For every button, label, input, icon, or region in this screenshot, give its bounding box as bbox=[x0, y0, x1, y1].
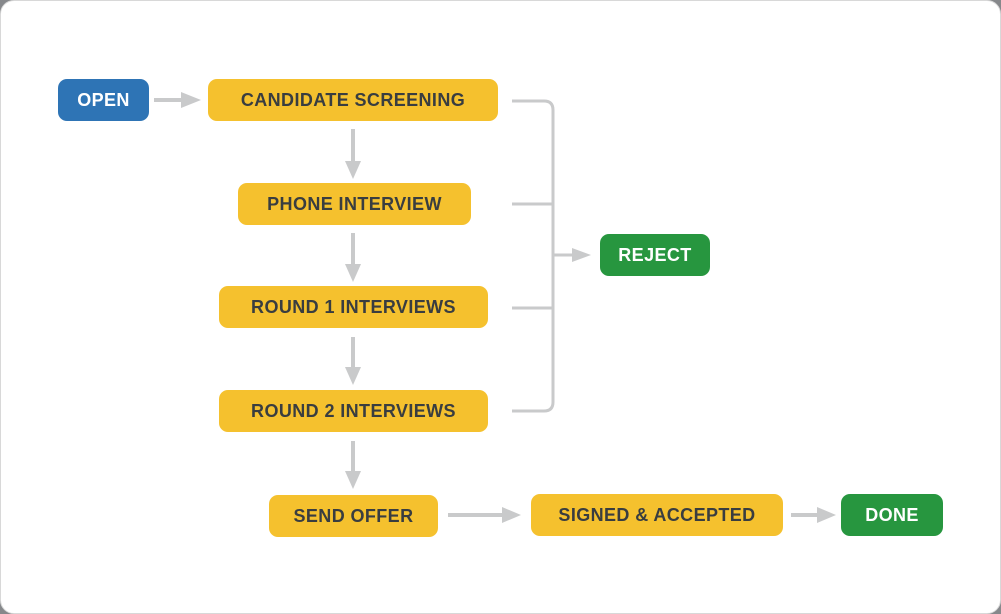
node-round-2-interviews-label: ROUND 2 INTERVIEWS bbox=[251, 400, 456, 421]
node-round-1-interviews[interactable]: ROUND 1 INTERVIEWS bbox=[219, 286, 488, 328]
node-candidate-screening-label: CANDIDATE SCREENING bbox=[240, 89, 466, 110]
edge-round-1-to-round-2 bbox=[345, 337, 361, 385]
node-phone-interview[interactable]: PHONE INTERVIEW bbox=[238, 183, 471, 225]
node-open[interactable]: OPEN bbox=[58, 79, 149, 121]
edge-signed-accepted-to-done bbox=[791, 507, 836, 523]
node-signed-accepted[interactable]: SIGNED & ACCEPTED bbox=[531, 494, 783, 536]
node-round-1-interviews-label: ROUND 1 INTERVIEWS bbox=[251, 296, 456, 317]
node-reject[interactable]: REJECT bbox=[600, 234, 710, 276]
node-reject-label: REJECT bbox=[618, 244, 692, 265]
edge-phone-interview-to-round-1 bbox=[345, 233, 361, 282]
edge-reject-trunk bbox=[512, 99, 555, 413]
edge-open-to-candidate-screening bbox=[154, 92, 201, 108]
node-open-label: OPEN bbox=[77, 89, 130, 110]
edge-send-offer-to-signed-accepted bbox=[448, 507, 521, 523]
node-done[interactable]: DONE bbox=[841, 494, 943, 536]
node-send-offer-label: SEND OFFER bbox=[293, 505, 414, 526]
edge-round-2-to-send-offer bbox=[345, 441, 361, 489]
node-signed-accepted-label: SIGNED & ACCEPTED bbox=[558, 504, 756, 525]
edge-trunk-to-reject-arrow bbox=[554, 248, 591, 262]
node-round-2-interviews[interactable]: ROUND 2 INTERVIEWS bbox=[219, 390, 488, 432]
node-send-offer[interactable]: SEND OFFER bbox=[269, 495, 438, 537]
edge-candidate-screening-to-phone-interview bbox=[345, 129, 361, 179]
node-done-label: DONE bbox=[865, 504, 919, 525]
node-phone-interview-label: PHONE INTERVIEW bbox=[267, 193, 442, 214]
node-candidate-screening[interactable]: CANDIDATE SCREENING bbox=[208, 79, 498, 121]
